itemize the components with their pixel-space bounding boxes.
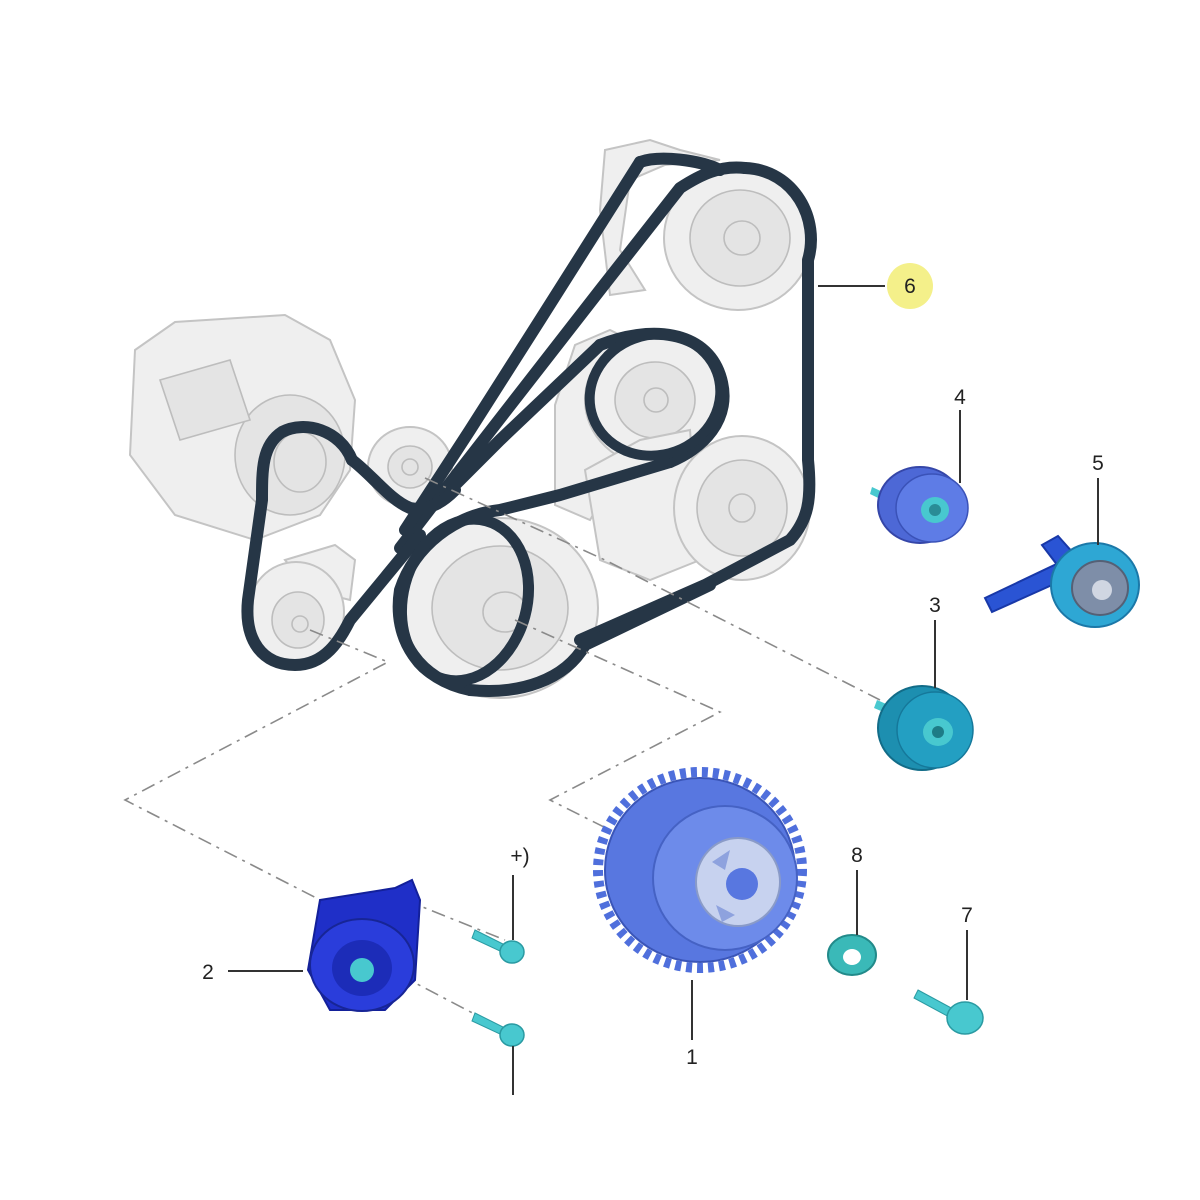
tensioner-bolt-upper [471, 929, 525, 964]
callout-4: 4 [954, 386, 966, 409]
tensioner-bolt-lower [471, 1012, 525, 1047]
crank-pulley-ghost [401, 517, 599, 699]
callout-8: 8 [851, 844, 863, 867]
callout-2: 2 [202, 961, 214, 984]
crankshaft-damper-pulley [593, 767, 807, 973]
callout-bolt-note: +) [510, 845, 529, 868]
tensioner-ghost [247, 543, 357, 663]
tensioner-arm-roller [983, 534, 1140, 628]
damper-bolt [913, 989, 984, 1035]
callout-1: 1 [686, 1046, 698, 1069]
callout-5: 5 [1092, 452, 1104, 475]
damper-washer [827, 934, 877, 976]
callout-labels: 1 2 3 4 5 6 7 8 +) [202, 275, 1104, 1069]
idler-pulley-teal [874, 685, 974, 771]
belt-tensioner [306, 878, 422, 1012]
leader-lines [228, 285, 1099, 1095]
callout-3: 3 [929, 594, 941, 617]
idler-pulley-blue [870, 466, 969, 544]
callout-7: 7 [961, 904, 973, 927]
serpentine-belt [241, 152, 817, 697]
alternator-ghost [128, 313, 357, 542]
callout-6-highlight [887, 263, 933, 309]
callout-6: 6 [904, 275, 916, 298]
